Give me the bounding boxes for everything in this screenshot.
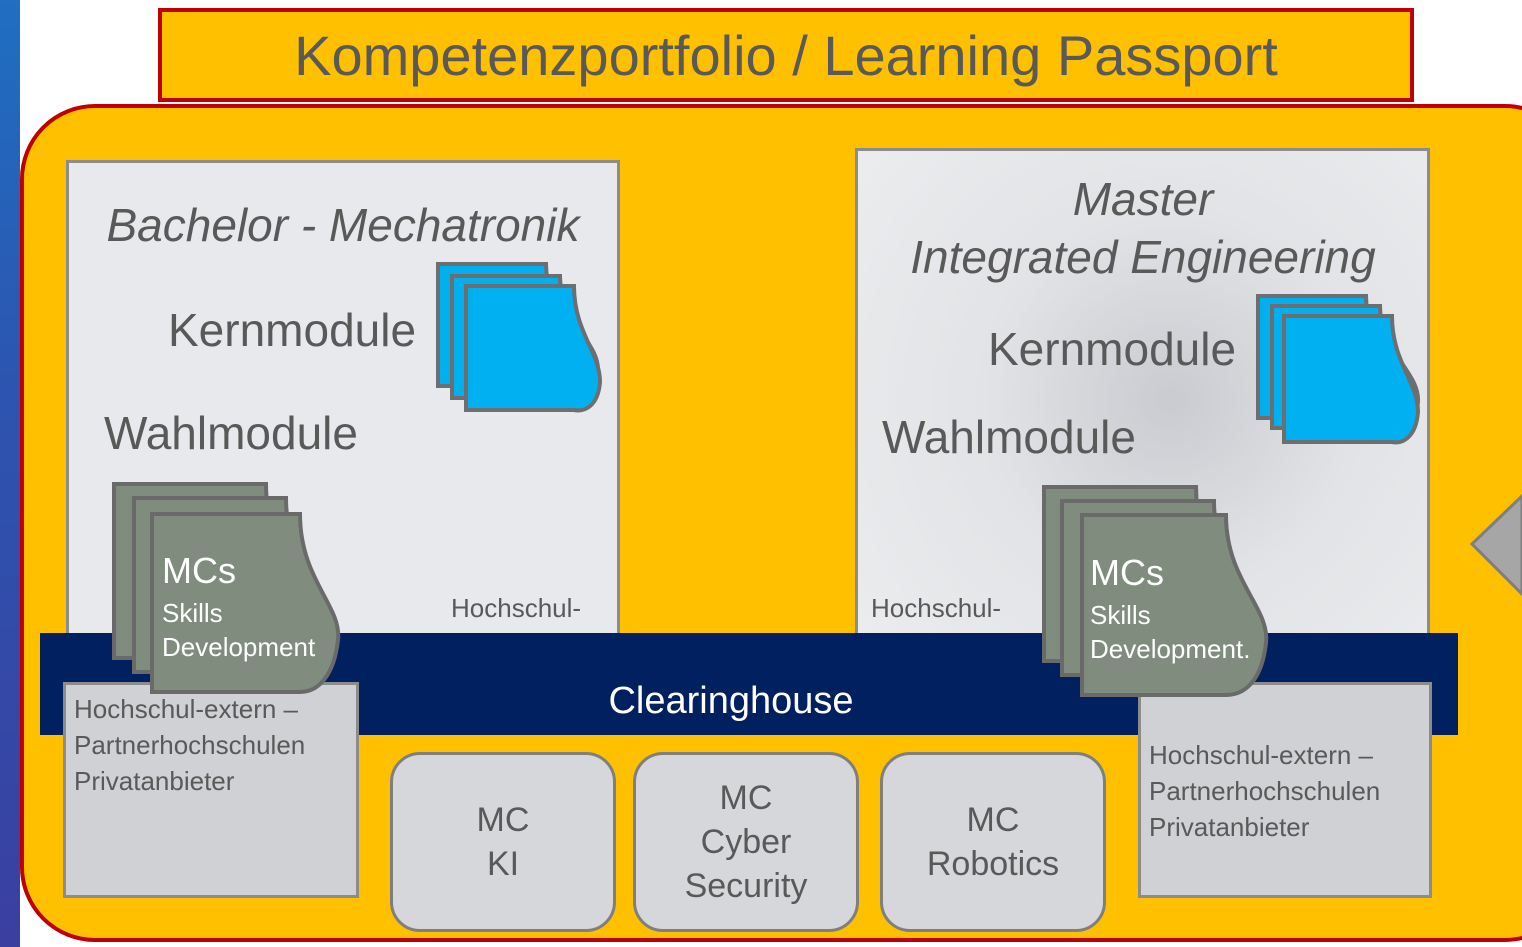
master-mcs-title: MCs <box>1090 552 1164 593</box>
master-mc-docs-icon <box>1042 485 1269 697</box>
master-mcs-subtitle: Skills Development. <box>1090 600 1251 664</box>
bachelor-extern-box: Hochschul-extern – Partnerhochschulen Pr… <box>63 682 359 898</box>
page-title: Kompetenzportfolio / Learning Passport <box>294 23 1278 87</box>
slide-edge-strip <box>0 0 20 947</box>
master-title: Master Integrated Engineering <box>910 173 1376 283</box>
title-banner: Kompetenzportfolio / Learning Passport <box>158 8 1414 102</box>
master-kernmodule-docs-icon <box>1256 294 1421 445</box>
clearinghouse-label: Clearinghouse <box>608 680 854 722</box>
master-extern-box: Hochschul-extern – Partnerhochschulen Pr… <box>1138 682 1432 898</box>
master-kernmodule-label: Kernmodule <box>988 323 1237 375</box>
bachelor-kernmodule-label: Kernmodule <box>168 304 417 356</box>
bachelor-mc-docs-icon <box>112 482 341 694</box>
arrow-left-icon <box>1469 493 1522 597</box>
mc-box-robotics: MC Robotics <box>880 752 1106 932</box>
bachelor-wahlmodule-label: Wahlmodule <box>104 407 358 459</box>
bachelor-kernmodule-docs-icon <box>436 262 603 413</box>
mc-box-ki: MC KI <box>390 752 616 932</box>
bachelor-mcs-subtitle: Skills Development <box>162 598 316 662</box>
bachelor-title: Bachelor - Mechatronik <box>106 199 580 251</box>
mc-box-cyber-security: MC Cyber Security <box>633 752 859 932</box>
bachelor-mcs-title: MCs <box>162 550 236 591</box>
master-wahlmodule-label: Wahlmodule <box>882 411 1136 463</box>
